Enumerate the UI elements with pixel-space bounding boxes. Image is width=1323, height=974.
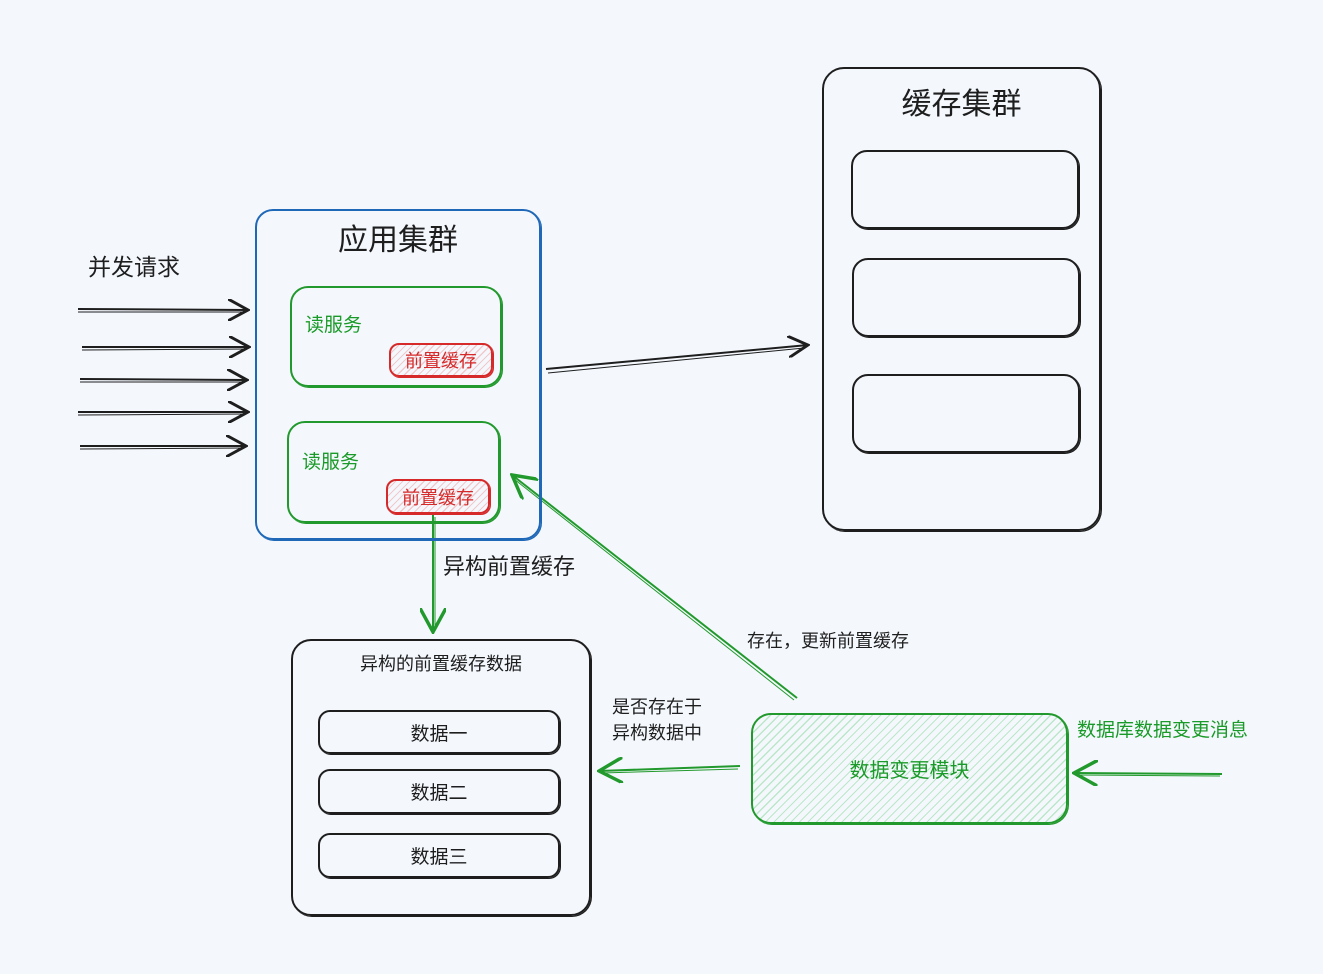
check-exists-label-line2: 异构数据中 [612,723,702,744]
app-to-cache-arrow [545,345,808,370]
data-change-module-label: 数据变更模块 [849,758,970,782]
front-cache-badge[interactable]: 前置缓存 [386,479,490,514]
data-item[interactable]: 数据三 [318,833,560,878]
hetero-cache-data[interactable]: 异构的前置缓存数据 数据一 数据二 数据三 [291,639,591,916]
data-item[interactable]: 数据二 [318,769,560,814]
front-cache-badge[interactable]: 前置缓存 [389,343,493,377]
concurrent-requests-label: 并发请求 [88,255,180,281]
cache-node[interactable] [852,258,1080,337]
request-arrows [77,309,249,449]
data-change-module[interactable]: 数据变更模块 [751,713,1068,824]
data-item-label: 数据二 [410,782,468,804]
read-service-label: 读服务 [305,314,363,336]
app-cluster-title: 应用集群 [338,223,458,258]
front-cache-label: 前置缓存 [402,487,474,509]
check-exists-label-line1: 是否存在于 [612,697,702,718]
data-item[interactable]: 数据一 [318,710,560,754]
data-item-label: 数据三 [410,846,468,868]
db-change-message-arrow [1074,773,1223,774]
check-exists-arrow [599,766,741,771]
update-cache-arrow [512,475,798,699]
read-service[interactable]: 读服务 前置缓存 [287,421,500,523]
db-change-message-label: 数据库数据变更消息 [1077,719,1249,741]
cache-cluster-title: 缓存集群 [901,87,1022,122]
cache-node[interactable] [852,374,1080,453]
data-item-label: 数据一 [410,722,468,745]
hetero-cache-title: 异构的前置缓存数据 [360,654,522,675]
request-arrow [79,379,247,380]
read-service-label: 读服务 [302,451,360,473]
cache-node[interactable] [851,150,1079,229]
front-cache-label: 前置缓存 [405,351,477,372]
hetero-cache-arrow-label: 异构前置缓存 [443,555,576,580]
app-cluster[interactable]: 应用集群 读服务 前置缓存 读服务 前置缓存 [255,209,541,540]
update-cache-label: 存在，更新前置缓存 [747,631,909,652]
read-service[interactable]: 读服务 前置缓存 [290,286,502,387]
check-exists-label: 是否存在于 异构数据中 [612,695,702,747]
cache-cluster[interactable]: 缓存集群 [822,67,1101,531]
request-arrow [77,309,248,310]
